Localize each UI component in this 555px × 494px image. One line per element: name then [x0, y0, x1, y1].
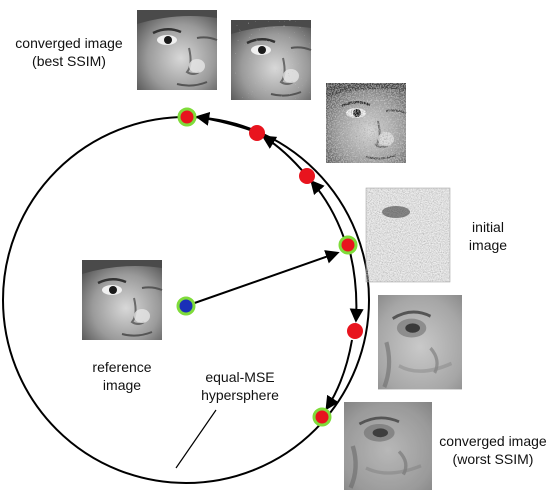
- point-intermediate-1: [249, 125, 265, 141]
- reference-to-initial-arrow: [186, 253, 337, 306]
- point-intermediate-2: [299, 168, 315, 184]
- point-initial: [340, 237, 356, 253]
- hypersphere-pointer-line: [176, 410, 216, 468]
- intermediate-image-2: [326, 83, 406, 163]
- label-converged-best-ssim: converged image (best SSIM): [8, 34, 130, 70]
- label-line: hypersphere: [190, 386, 290, 404]
- arc-arrow-top-3: [312, 182, 344, 238]
- label-line: reference: [82, 358, 162, 376]
- label-line: (worst SSIM): [432, 450, 554, 468]
- intermediate-image-1: [231, 20, 311, 100]
- label-initial-image: initial image: [458, 218, 518, 254]
- converged-worst-ssim-image: [344, 402, 432, 490]
- arc-arrow-bottom-1: [350, 252, 356, 320]
- label-converged-worst-ssim: converged image (worst SSIM): [432, 432, 554, 468]
- label-line: (best SSIM): [8, 52, 130, 70]
- label-line: initial: [458, 218, 518, 236]
- label-line: converged image: [432, 432, 554, 450]
- arc-arrow-top-1: [198, 117, 256, 132]
- label-line: image: [458, 236, 518, 254]
- label-line: image: [82, 376, 162, 394]
- point-converged-best: [179, 109, 195, 125]
- label-line: converged image: [8, 34, 130, 52]
- point-intermediate-3: [347, 323, 363, 339]
- converged-best-ssim-image: [137, 10, 217, 90]
- label-reference-image: reference image: [82, 358, 162, 394]
- initial-noisy-image: [366, 188, 450, 282]
- intermediate-image-3: [378, 295, 462, 389]
- point-reference: [178, 298, 194, 314]
- label-line: equal-MSE: [190, 368, 290, 386]
- label-equal-mse-hypersphere: equal-MSE hypersphere: [190, 368, 290, 404]
- point-converged-worst: [314, 409, 330, 425]
- reference-image: [82, 260, 162, 340]
